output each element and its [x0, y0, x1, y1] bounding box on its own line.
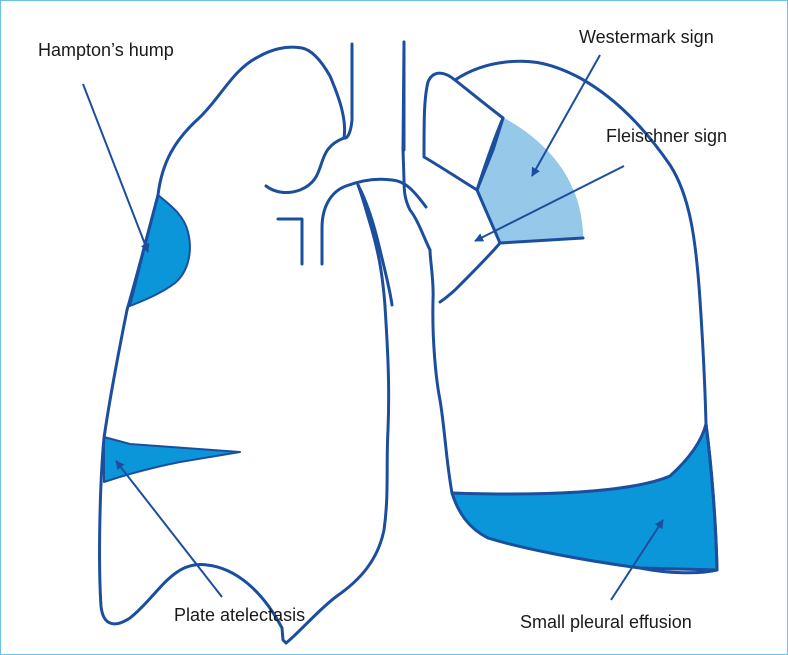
left-lung-outline-inner [430, 243, 500, 493]
hamptons-hump-label: Hampton’s hump [38, 40, 174, 60]
hilar-bracket [278, 219, 302, 264]
plate-atelectasis-label: Plate atelectasis [174, 605, 305, 625]
westermark-sign-label: Westermark sign [579, 27, 714, 47]
plate-atelectasis-band [104, 437, 240, 482]
hamptons-hump-wedge [130, 195, 190, 306]
fleischner-sign-label: Fleischner sign [606, 126, 727, 146]
left-lung-hilum-edge [403, 42, 430, 250]
pleural-effusion-region [452, 424, 717, 570]
small-pleural-effusion-label: Small pleural effusion [520, 612, 692, 632]
westermark-sign-arrow [532, 55, 600, 176]
hamptons-hump-arrow [83, 84, 148, 252]
